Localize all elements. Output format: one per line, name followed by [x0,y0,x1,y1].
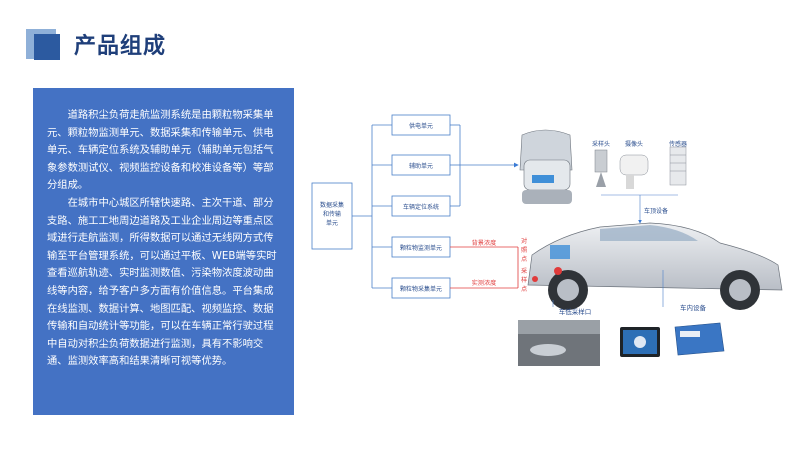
unit-label-power: 供电单元 [409,122,433,130]
bottom-sampling-photo [518,320,600,366]
unit-label-monitoring: 颗粒物监测单元 [400,244,442,252]
system-diagram: 数据采集 和传输 单元 供电单元 辅助单元 车辆定位系统 颗粒物监测单元 颗粒物… [311,114,783,366]
sampling-point-char-2: 样 [521,276,527,284]
car-rear-view-image [519,129,573,204]
car-side-view-image [527,222,783,310]
reference-point-char-1: 对 [521,237,527,245]
description-paragraph-1: 道路积尘负荷走航监测系统是由颗粒物采集单元、颗粒物监测单元、数据采集和传输单元、… [47,109,274,192]
bottom-sampling-port-label: 车低采样口 [559,307,592,316]
roof-device-label-sensor: 传感器 [669,140,687,148]
interior-devices-image [620,322,725,357]
center-unit-label-3: 单元 [326,219,338,227]
sampling-point-char-3: 点 [521,285,527,293]
sampling-point-char-1: 采 [521,267,527,275]
interior-devices-label: 车内设备 [680,303,707,312]
unit-label-collection: 颗粒物采集单元 [400,285,442,293]
measured-concentration-label: 实测浓度 [472,279,497,287]
reference-point-char-2: 照 [521,247,527,254]
roof-device-label-sampler: 采样头 [592,140,610,148]
description-panel: 道路积尘负荷走航监测系统是由颗粒物采集单元、颗粒物监测单元、数据采集和传输单元、… [33,88,294,415]
roof-devices-label: 车顶设备 [644,207,668,215]
unit-label-positioning: 车辆定位系统 [403,203,439,211]
roof-device-label-camera: 摄像头 [625,140,643,148]
description-paragraph-2: 在城市中心城区所辖快速路、主次干道、部分支路、施工工地周边道路及工业企业周边等重… [47,196,277,368]
page-title: 产品组成 [74,34,167,59]
center-unit-label-1: 数据采集 [320,201,344,209]
unit-label-auxiliary: 辅助单元 [409,162,433,170]
background-concentration-label: 背景浓度 [472,239,497,247]
center-unit-box [311,182,353,250]
reference-point-char-3: 点 [521,255,527,263]
center-unit-label-2: 和传输 [323,210,341,218]
roof-devices-image [594,146,687,189]
header-decor-square-dark [34,34,60,60]
